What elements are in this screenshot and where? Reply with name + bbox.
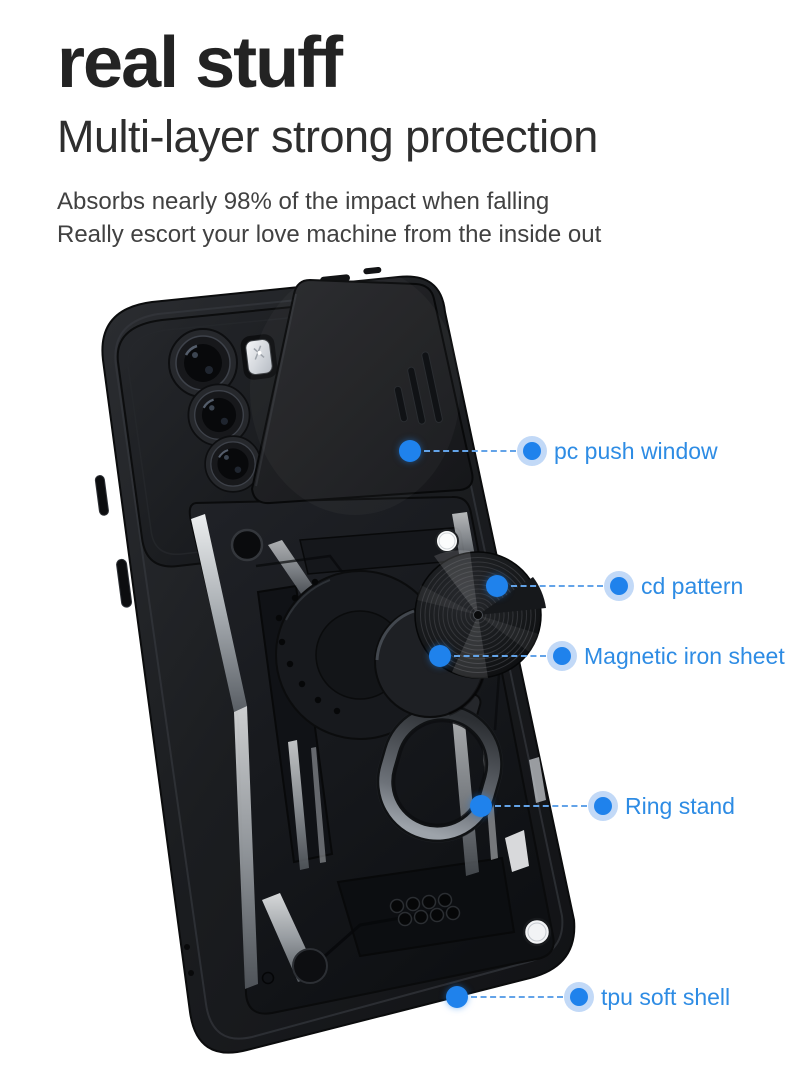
callout-point-dot (470, 795, 492, 817)
callout-label: pc push window (554, 438, 718, 464)
callout-dashed-line (495, 805, 587, 807)
callout-label: Magnetic iron sheet (584, 643, 785, 669)
page-title: real stuff (57, 23, 343, 103)
callout-label: Ring stand (625, 793, 735, 819)
callout-dashed-line (511, 585, 603, 587)
page-subtitle: Multi-layer strong protection (57, 110, 598, 162)
callout-label: cd pattern (641, 573, 744, 599)
camera-lens (204, 435, 262, 493)
callout-magnetic-iron-sheet: Magnetic iron sheet (429, 641, 799, 671)
callout-cd-pattern: cd pattern (486, 571, 800, 601)
callout-point-dot (429, 645, 451, 667)
callout-label: tpu soft shell (601, 984, 731, 1010)
plate-hole (230, 528, 264, 562)
callout-label-dot (517, 436, 547, 466)
camera-flash (240, 334, 278, 380)
callout-tpu-soft-shell: tpu soft shell (446, 982, 800, 1012)
callout-point-dot (446, 986, 468, 1008)
bottom-ports (184, 944, 275, 985)
callout-point-dot (399, 440, 421, 462)
description-line-1: Absorbs nearly 98% of the impact when fa… (57, 187, 550, 215)
description-line-2: Really escort your love machine from the… (57, 220, 602, 248)
side-buttons (94, 475, 133, 608)
camera-lens (187, 383, 251, 447)
cover-grip-ridges (393, 351, 443, 425)
plate-hole (292, 948, 328, 984)
callout-label-dot (588, 791, 618, 821)
honeycomb-grip (389, 892, 461, 927)
callout-label-dot (547, 641, 577, 671)
callout-dashed-line (454, 655, 546, 657)
callout-dashed-line (424, 450, 516, 452)
callout-ring-stand: Ring stand (470, 791, 800, 821)
callout-label-dot (564, 982, 594, 1012)
callout-point-dot (486, 575, 508, 597)
header: real stuff Multi-layer strong protection… (57, 23, 602, 251)
callout-dashed-line (471, 996, 563, 998)
callout-pc-push-window: pc push window (399, 436, 769, 466)
callout-label-dot (604, 571, 634, 601)
